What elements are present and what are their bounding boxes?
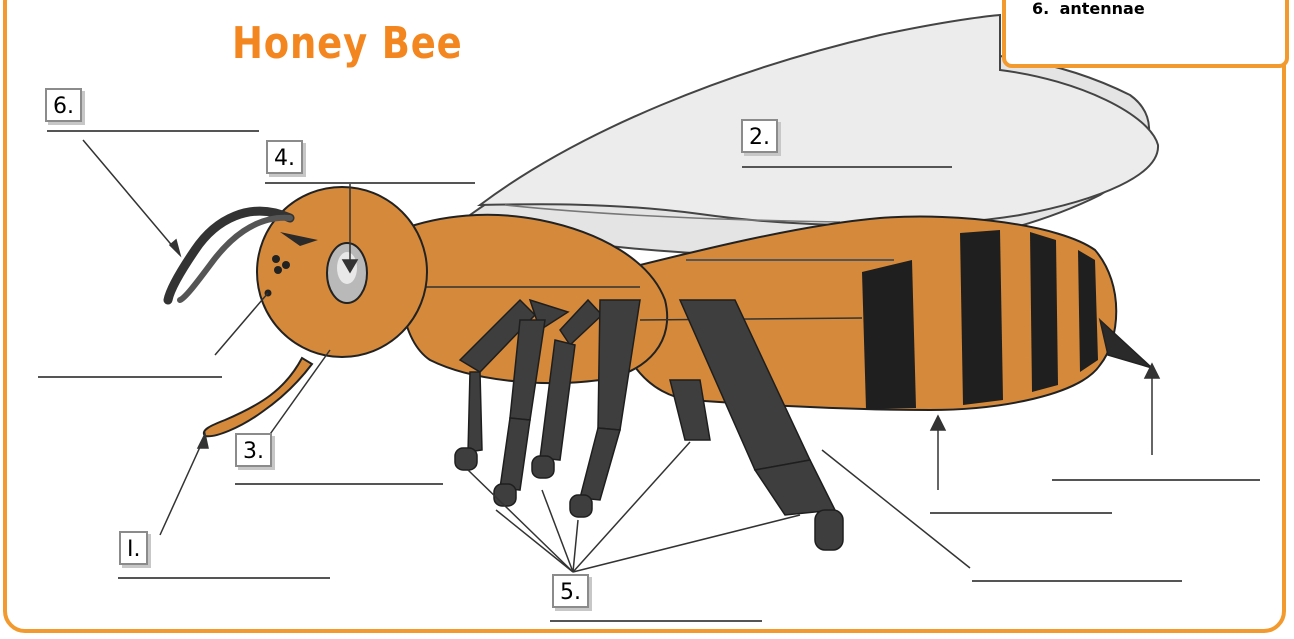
answer-blank[interactable] (38, 376, 222, 378)
label-box-1: I. (119, 531, 148, 565)
page-title: Honey Bee (232, 18, 463, 69)
answer-blank[interactable] (972, 580, 1182, 582)
stripe (1078, 250, 1098, 372)
legend-number: 6. (1032, 0, 1054, 20)
answer-blank[interactable] (742, 166, 952, 168)
label-box-5: 5. (552, 574, 589, 608)
legend-label: antennae (1060, 0, 1145, 18)
label-box-6: 6. (45, 88, 82, 122)
legend-item: 6. antennae (1032, 0, 1285, 20)
stripe (1030, 232, 1058, 392)
label-box-4: 4. (266, 140, 303, 174)
label-box-2: 2. (741, 119, 778, 153)
answer-blank[interactable] (930, 512, 1112, 514)
stinger (1100, 320, 1152, 368)
answer-blank[interactable] (235, 483, 443, 485)
simple-eye (272, 255, 280, 263)
label-box-3: 3. (235, 433, 272, 467)
simple-eye (274, 266, 282, 274)
stripe (960, 230, 1003, 405)
stripe (862, 260, 916, 409)
answer-blank[interactable] (47, 130, 259, 132)
legend-box: 5. legs 6. antennae (1002, 0, 1289, 68)
answer-blank[interactable] (686, 259, 894, 261)
answer-blank[interactable] (1052, 479, 1260, 481)
simple-eye (282, 261, 290, 269)
answer-blank[interactable] (118, 577, 330, 579)
answer-blank[interactable] (265, 182, 475, 184)
answer-blank[interactable] (550, 620, 762, 622)
